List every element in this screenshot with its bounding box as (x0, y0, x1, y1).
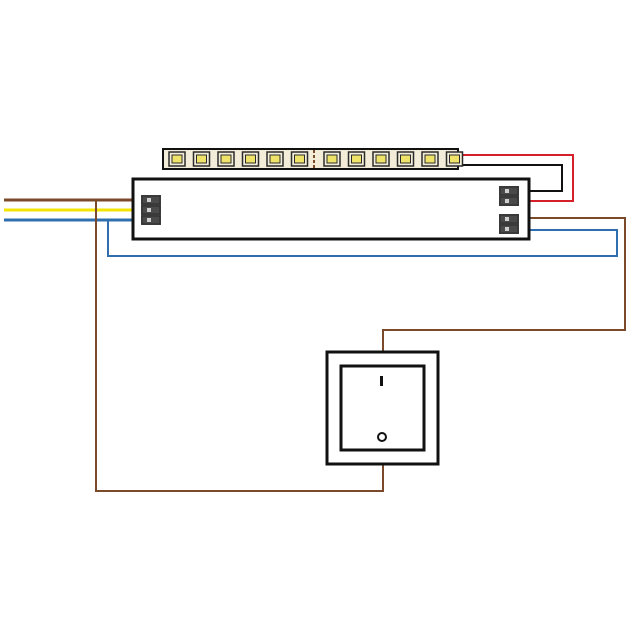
terminal-screw-slot (147, 208, 151, 212)
brown-switched-live-wire (382, 217, 626, 352)
switch-off-mark-icon (377, 432, 387, 442)
switch-on-mark-icon (380, 376, 383, 386)
terminal (141, 195, 161, 205)
led-chip (241, 151, 260, 167)
led-chip (421, 151, 439, 167)
led-chip-emitter (171, 154, 183, 164)
led-chip-emitter (196, 154, 207, 164)
driver-mains-terminal-block (499, 214, 519, 234)
mains-cable (4, 198, 142, 222)
terminal (141, 205, 161, 215)
led-chip (290, 151, 309, 167)
terminal (499, 186, 519, 196)
led-driver-box (131, 177, 531, 241)
led-chip (323, 151, 341, 167)
led-chip (445, 151, 464, 167)
led-chip-emitter (375, 154, 387, 164)
terminal-screw-slot (147, 198, 151, 202)
led-chip-emitter (294, 154, 305, 164)
led-chip (396, 151, 415, 167)
red-positive-wire (458, 154, 574, 202)
led-chip-emitter (245, 154, 256, 164)
led-chip-emitter (424, 154, 436, 164)
terminal-screw-slot (505, 199, 509, 203)
wall-switch (325, 350, 440, 466)
terminal-screw-slot (147, 218, 151, 222)
led-chip-emitter (269, 154, 281, 164)
terminal-block-body (499, 186, 519, 206)
led-chip (347, 151, 366, 167)
terminal (499, 224, 519, 234)
blue-neutral-wire-to-driver (107, 220, 618, 257)
led-chip (168, 151, 186, 167)
led-chip (372, 151, 390, 167)
led-chip-emitter (400, 154, 411, 164)
terminal (141, 215, 161, 225)
led-chip (192, 151, 211, 167)
led-chip-emitter (220, 154, 232, 164)
terminal-block-body (499, 214, 519, 234)
terminal (499, 214, 519, 224)
led-chip-emitter (326, 154, 338, 164)
brown-live-wire-to-switch (95, 200, 384, 492)
led-chip (217, 151, 235, 167)
terminal-screw-slot (505, 189, 509, 193)
led-chip-emitter (449, 154, 460, 164)
driver-dc-output-terminal-block (499, 186, 519, 206)
led-chip (266, 151, 284, 167)
terminal (499, 196, 519, 206)
black-negative-wire (458, 164, 563, 192)
driver-input-terminal-block (141, 195, 161, 225)
led-chip-emitter (351, 154, 362, 164)
terminal-screw-slot (505, 227, 509, 231)
terminal-screw-slot (505, 217, 509, 221)
led-chips (168, 151, 464, 167)
